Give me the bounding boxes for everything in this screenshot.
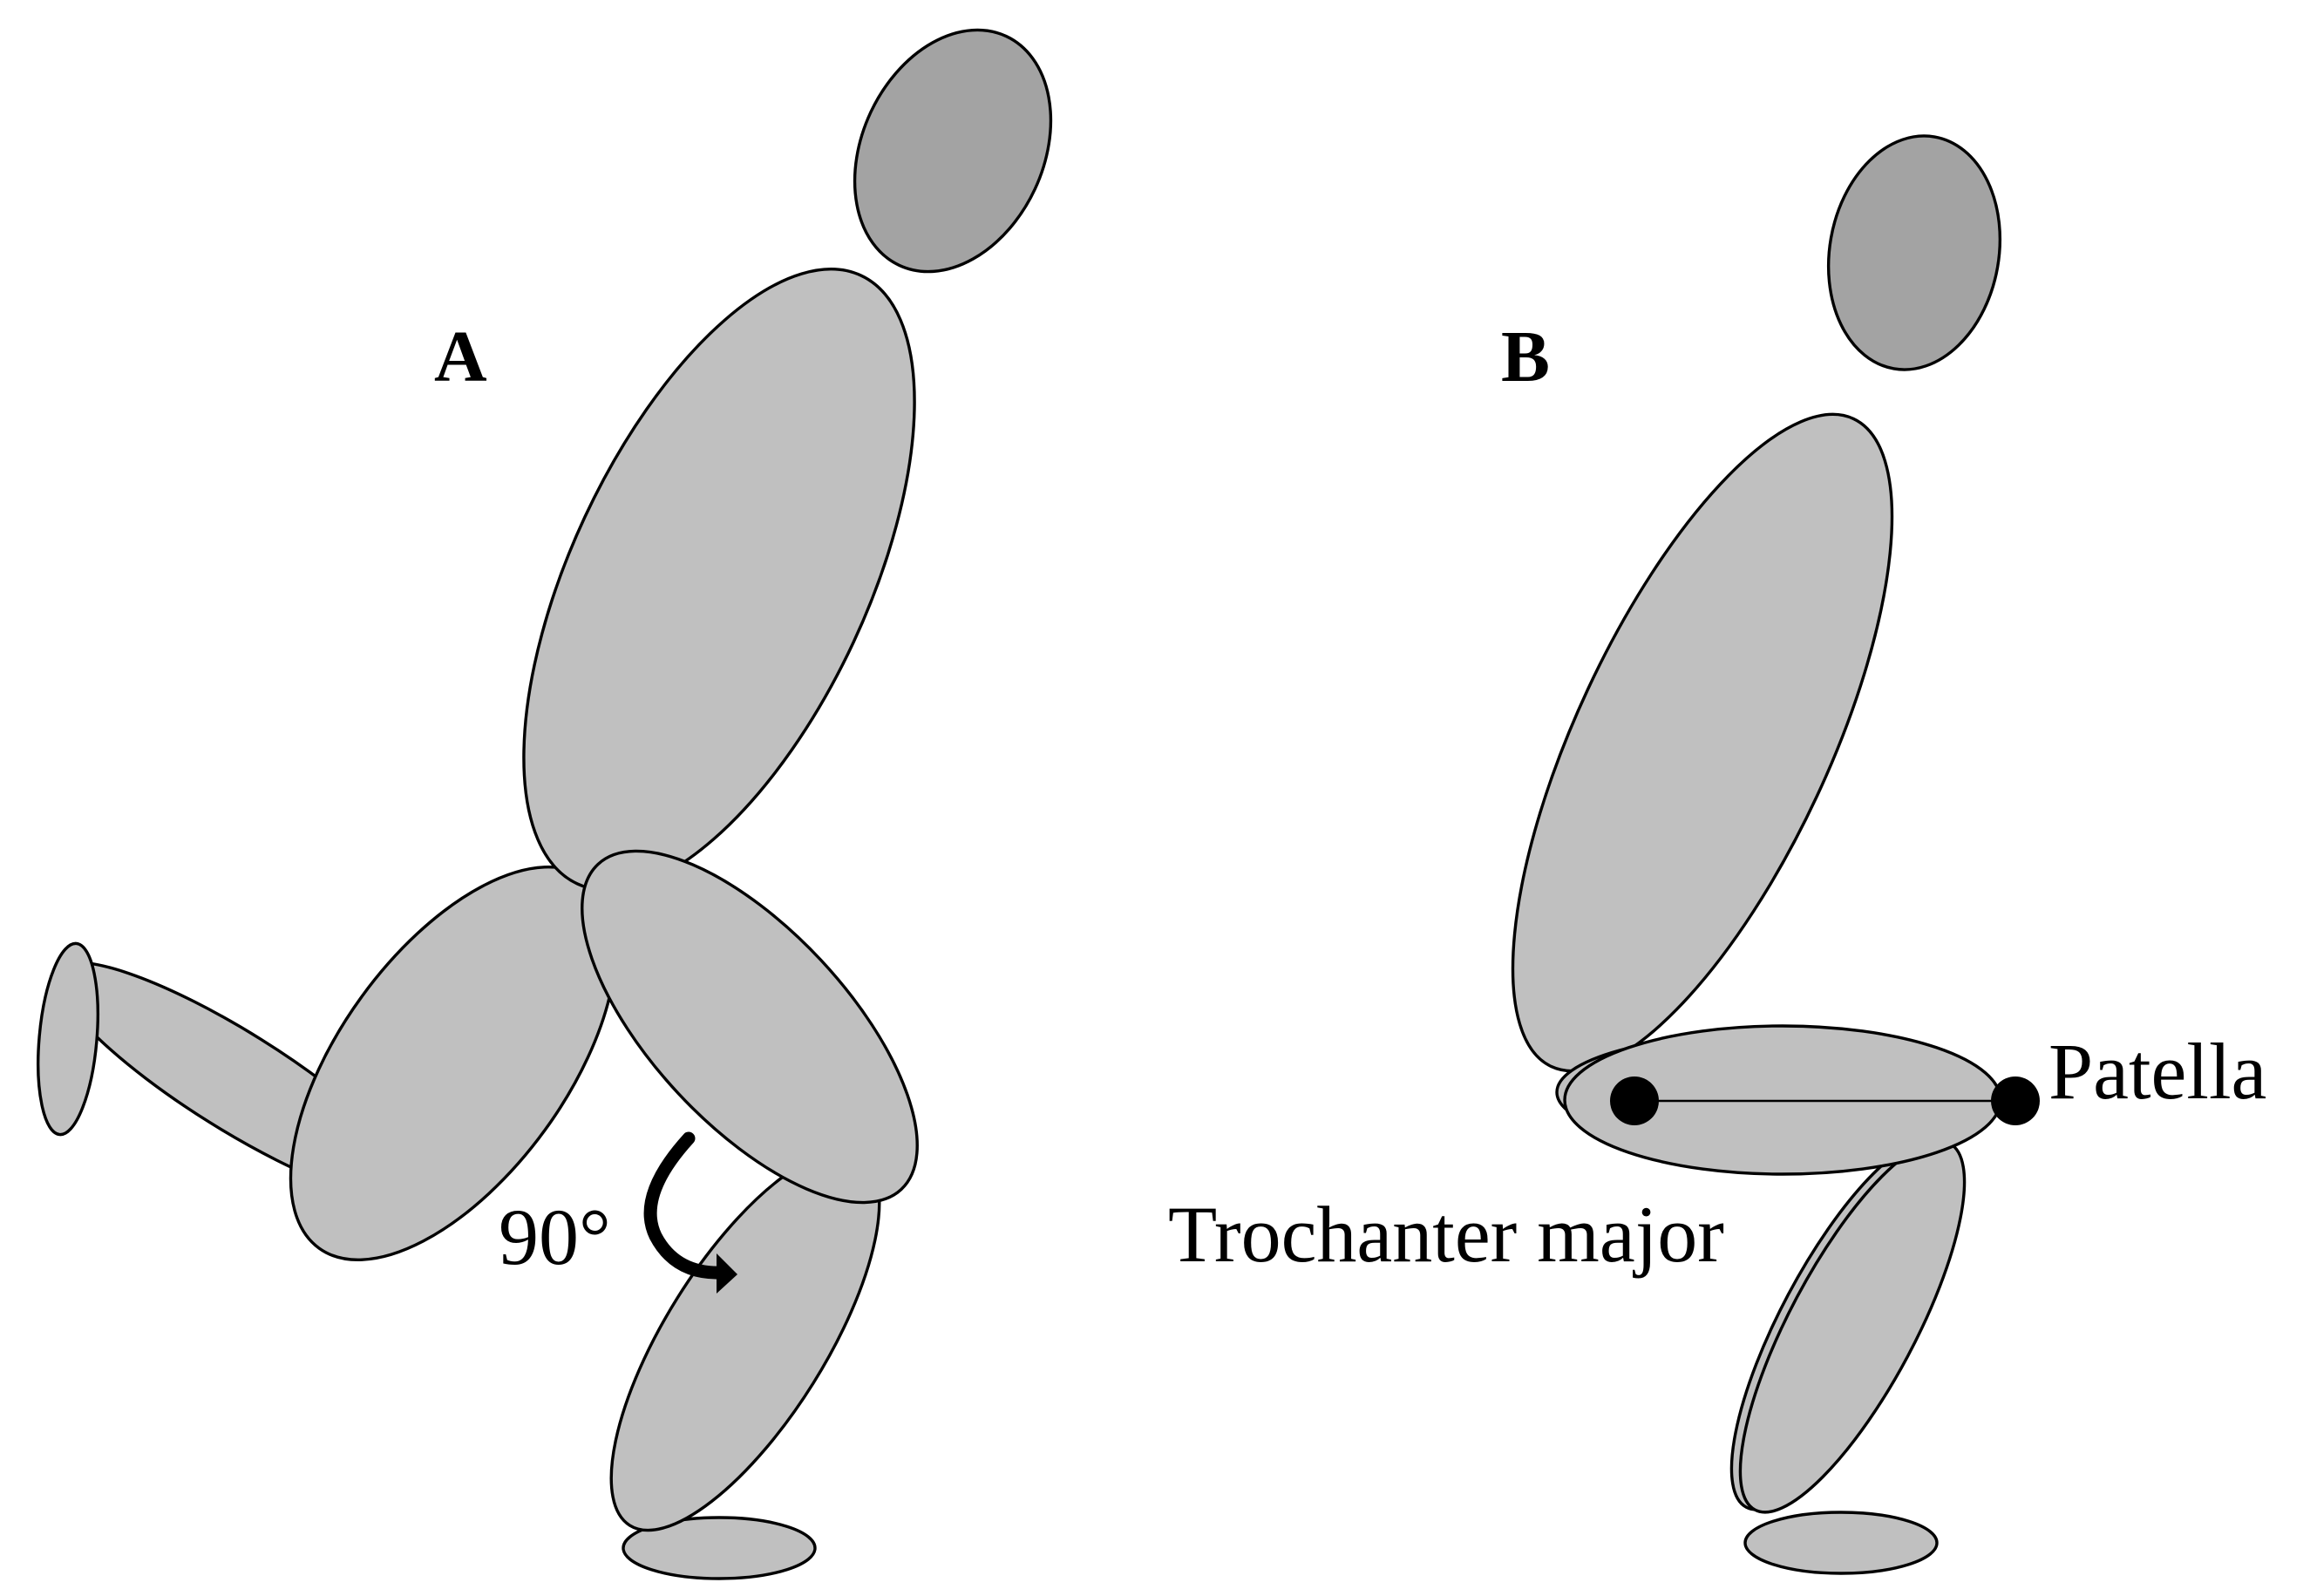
panel-a-rotation-arrow (643, 1131, 737, 1294)
panel-a-head (853, 28, 1053, 274)
panel-a-label: A (434, 316, 487, 397)
panel-b-trunk (1511, 412, 1894, 1073)
panel-b-head (1826, 134, 2002, 371)
panel-b-landmarks (1610, 1076, 2040, 1125)
patella-label: Patella (2048, 1027, 2266, 1116)
panel-b-figure (1511, 134, 2002, 1575)
panel-b-foot (1743, 1511, 1939, 1575)
panel-b-label: B (1501, 316, 1550, 397)
trochanter-major-marker (1610, 1076, 1659, 1125)
panel-a-front-foot (622, 1516, 817, 1580)
panel-a-trunk (522, 268, 916, 892)
trochanter-major-label: Trochanter major (1168, 1190, 1724, 1279)
curved-arrow-icon (643, 1131, 729, 1280)
panel-a-rear-foot (37, 941, 99, 1137)
panel-a-figure (37, 28, 1053, 1580)
panel-a-front-thigh (581, 849, 919, 1205)
panel-b-shank (1738, 1139, 1967, 1514)
arrow-head-icon (717, 1253, 737, 1294)
angle-label: 90° (499, 1192, 611, 1281)
patella-marker (1991, 1076, 2040, 1125)
